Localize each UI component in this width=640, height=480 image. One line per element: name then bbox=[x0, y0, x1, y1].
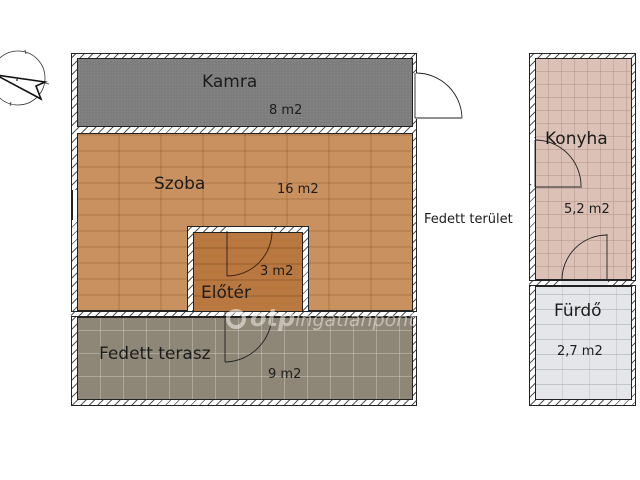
room-name-kamra: Kamra bbox=[202, 72, 258, 92]
room-name-szoba: Szoba bbox=[154, 174, 206, 194]
kamra-door-swing-icon bbox=[414, 72, 463, 119]
room-area-kamra: 8 m2 bbox=[269, 103, 303, 118]
watermark-brand: otp bbox=[250, 304, 296, 332]
kamra-door-opening bbox=[413, 73, 418, 119]
room-area-konyha: 5,2 m2 bbox=[564, 202, 610, 217]
konyha-door-swing-icon bbox=[534, 139, 582, 188]
terasz-door-swing-icon bbox=[224, 312, 273, 363]
konyha-door-opening bbox=[530, 138, 535, 184]
covered-area-label: Fedett terület bbox=[424, 212, 513, 227]
room-furdo[interactable]: Fürdő 2,7 m2 bbox=[535, 286, 632, 400]
room-fedett-terasz[interactable]: Fedett terasz 9 m2 bbox=[77, 317, 413, 400]
room-name-eloter: Előtér bbox=[201, 283, 251, 303]
furdo-door-opening bbox=[561, 281, 608, 285]
eloter-door-swing-icon bbox=[226, 230, 273, 277]
furdo-door-swing-icon bbox=[561, 234, 608, 282]
otp-logo-icon bbox=[226, 309, 246, 329]
north-arrow-compass-icon bbox=[0, 49, 50, 107]
szoba-window-left bbox=[72, 190, 77, 220]
room-area-szoba: 16 m2 bbox=[277, 182, 319, 197]
otp-ingatlanpont-watermark: otpingatlanpont bbox=[226, 304, 416, 332]
room-name-konyha: Konyha bbox=[545, 129, 608, 149]
eloter-door-opening bbox=[226, 227, 274, 232]
room-name-fedett-terasz: Fedett terasz bbox=[99, 344, 211, 364]
room-area-furdo: 2,7 m2 bbox=[557, 344, 603, 359]
room-konyha[interactable]: Konyha 5,2 m2 bbox=[535, 58, 632, 280]
room-kamra[interactable]: Kamra 8 m2 bbox=[77, 58, 413, 127]
room-name-furdo: Fürdő bbox=[554, 301, 602, 321]
room-area-fedett-terasz: 9 m2 bbox=[268, 367, 302, 382]
room-eloter[interactable]: Előtér 3 m2 bbox=[193, 232, 303, 312]
compass bbox=[0, 48, 50, 108]
watermark-text: ingatlanpont bbox=[295, 309, 416, 331]
room-area-eloter: 3 m2 bbox=[260, 264, 294, 279]
